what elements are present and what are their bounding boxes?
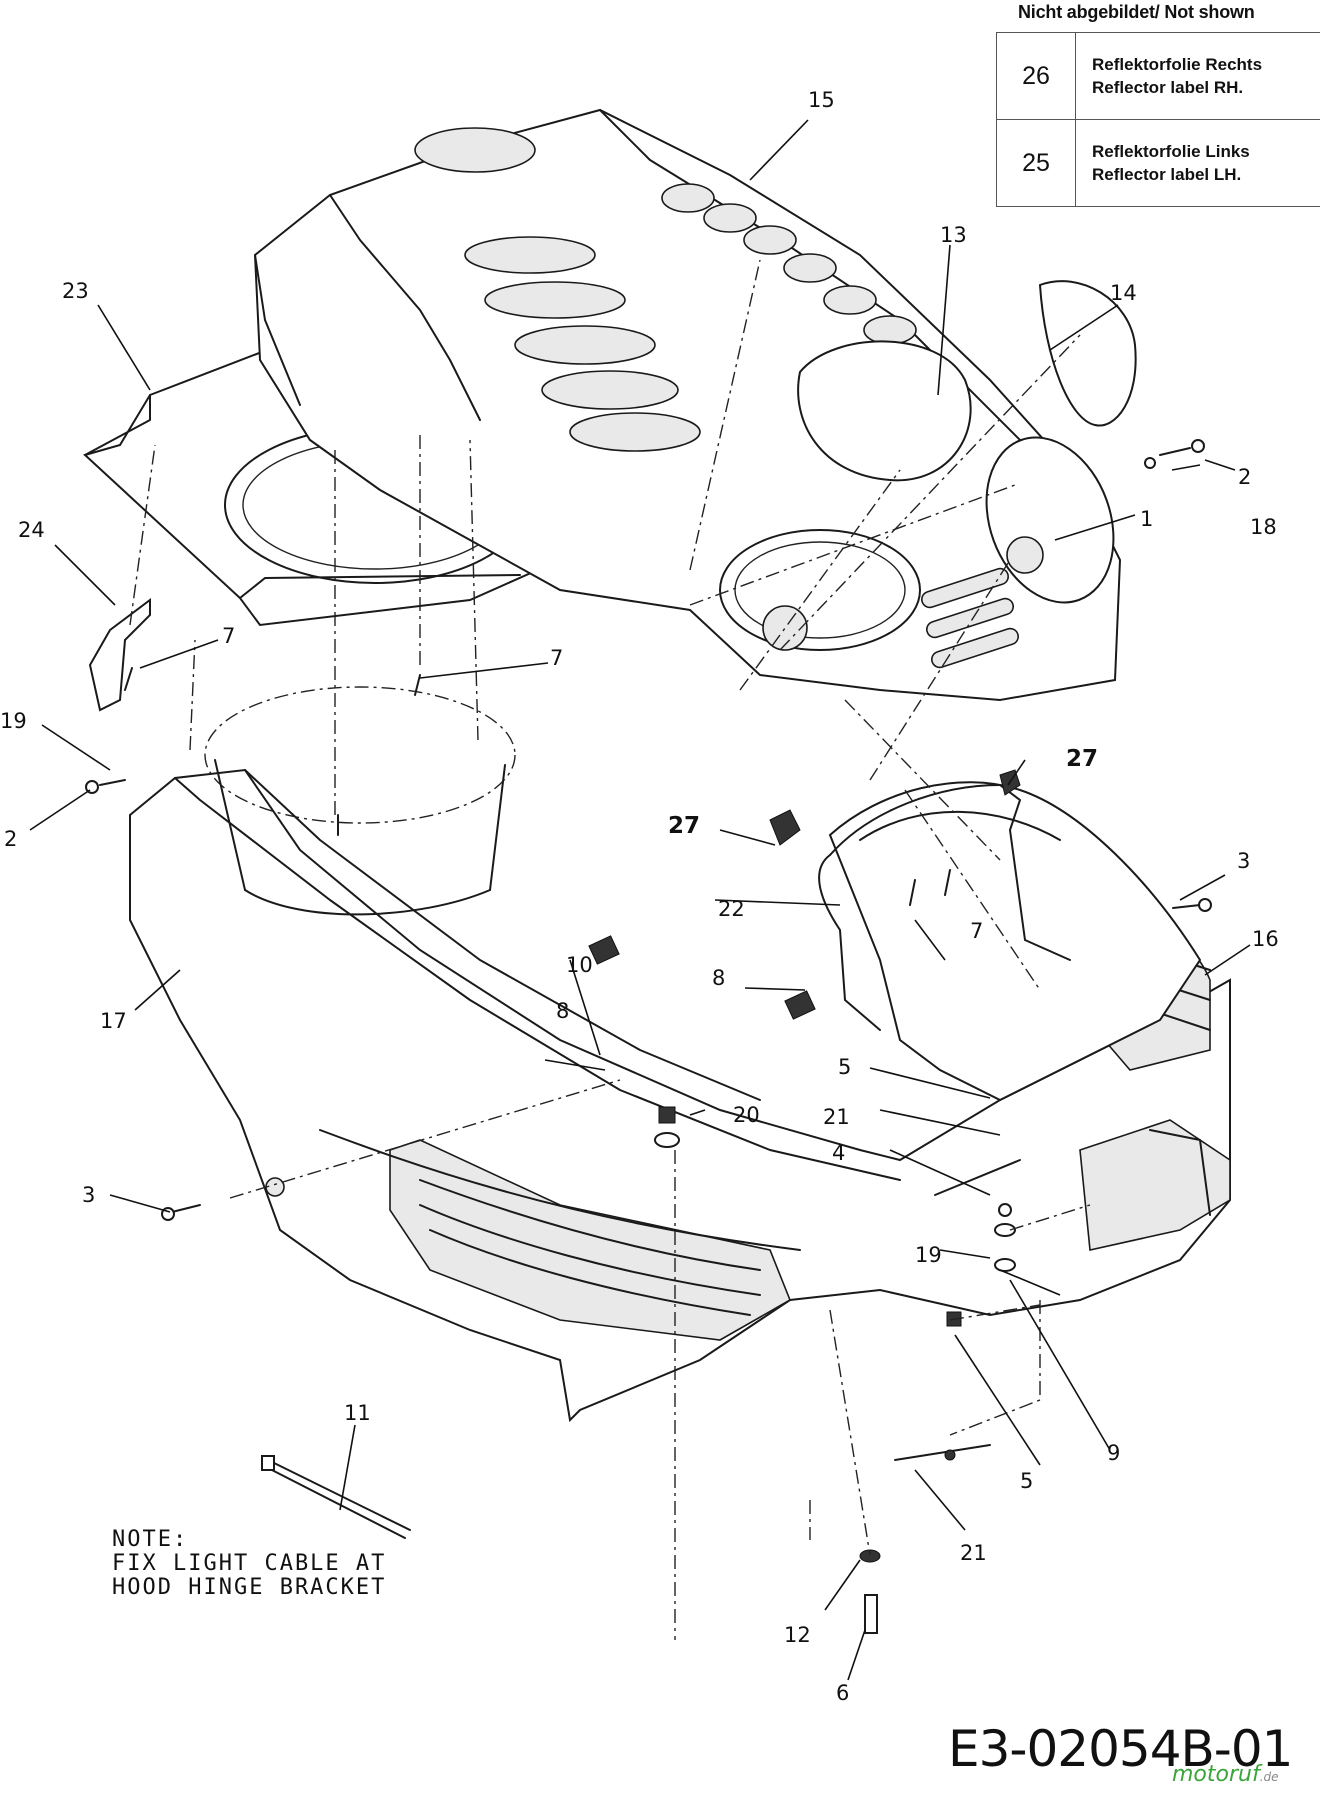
callout-8-right: 8 [712, 966, 725, 990]
callout-17: 17 [100, 1009, 127, 1033]
callout-7-right: 7 [970, 919, 983, 943]
not-shown-caption: Nicht abgebildet/ Not shown [1018, 2, 1255, 22]
part-number: 25 [996, 119, 1076, 207]
callout-3-left: 3 [82, 1183, 95, 1207]
callout-13: 13 [940, 223, 967, 247]
callout-22: 22 [718, 897, 745, 921]
hinge-part-21 [894, 1159, 1021, 1461]
note-line: NOTE: [112, 1527, 189, 1552]
callout-19-left: 19 [0, 709, 27, 733]
callout-7-middle: 7 [550, 646, 563, 670]
callout-24: 24 [18, 518, 45, 542]
diagram-id: E3-02054B-01 [948, 1720, 1293, 1778]
callout-15: 15 [808, 88, 835, 112]
callout-12: 12 [784, 1623, 811, 1647]
callout-19-right: 19 [915, 1243, 942, 1267]
callout-21-top: 21 [823, 1105, 850, 1129]
callout-27-right: 27 [1066, 746, 1098, 772]
bracket-part-24 [88, 598, 151, 712]
callout-2-top: 2 [1238, 465, 1251, 489]
callout-18: 18 [1250, 515, 1277, 539]
callout-27-left: 27 [668, 813, 700, 839]
callout-21-bottom: 21 [960, 1541, 987, 1565]
cable-tie-part-11 [261, 1455, 411, 1539]
callout-7-left: 7 [222, 624, 235, 648]
part-label-en: Reflector label LH. [1092, 165, 1242, 184]
bracket-part-22 [818, 784, 1071, 1031]
table-row: 25 Reflektorfolie Links Reflector label … [996, 119, 1320, 207]
watermark-tld: .de [1259, 1770, 1279, 1784]
callout-6: 6 [836, 1681, 849, 1705]
callout-2-left: 2 [4, 827, 17, 851]
callout-14: 14 [1110, 281, 1137, 305]
callout-4: 4 [832, 1141, 845, 1165]
note-line: FIX LIGHT CABLE AT [112, 1551, 387, 1576]
callout-3-right: 3 [1237, 849, 1250, 873]
part-description: Reflektorfolie Links Reflector label LH. [1075, 119, 1320, 207]
callout-10: 10 [566, 953, 593, 977]
table-row: 26 Reflektorfolie Rechts Reflector label… [996, 32, 1320, 120]
callout-labels: 15 13 14 23 1 2 18 24 7 7 19 2 27 27 3 1… [0, 88, 1279, 1705]
part-description: Reflektorfolie Rechts Reflector label RH… [1075, 32, 1320, 120]
note-line: HOOD HINGE BRACKET [112, 1575, 387, 1600]
site-watermark[interactable]: motoruf.de [1172, 1762, 1279, 1787]
hood-top-part-15 [253, 108, 1122, 702]
assembly-lines [129, 259, 1091, 1640]
callout-1: 1 [1140, 507, 1153, 531]
part-label-de: Reflektorfolie Rechts [1092, 55, 1263, 74]
not-shown-table: 26 Reflektorfolie Rechts Reflector label… [996, 32, 1320, 207]
leader-lines [29, 119, 1251, 1681]
gasket-ring [204, 686, 516, 916]
part-label-en: Reflector label RH. [1092, 78, 1244, 97]
callout-11: 11 [344, 1401, 371, 1425]
callout-20: 20 [733, 1103, 760, 1127]
callout-16: 16 [1252, 927, 1279, 951]
part-label-de: Reflektorfolie Links [1092, 142, 1250, 161]
fasteners [85, 439, 1212, 1634]
front-frame-part-16 [828, 781, 1202, 1102]
watermark-name: motoruf [1172, 1762, 1260, 1787]
callout-23: 23 [62, 279, 89, 303]
lens-part-14 [1038, 280, 1137, 427]
callout-5-bottom: 5 [1020, 1469, 1033, 1493]
lens-part-13 [797, 340, 972, 482]
callout-9: 9 [1107, 1441, 1120, 1465]
part-number: 26 [996, 32, 1076, 120]
callout-8-left: 8 [556, 999, 569, 1023]
callout-5-top: 5 [838, 1055, 851, 1079]
